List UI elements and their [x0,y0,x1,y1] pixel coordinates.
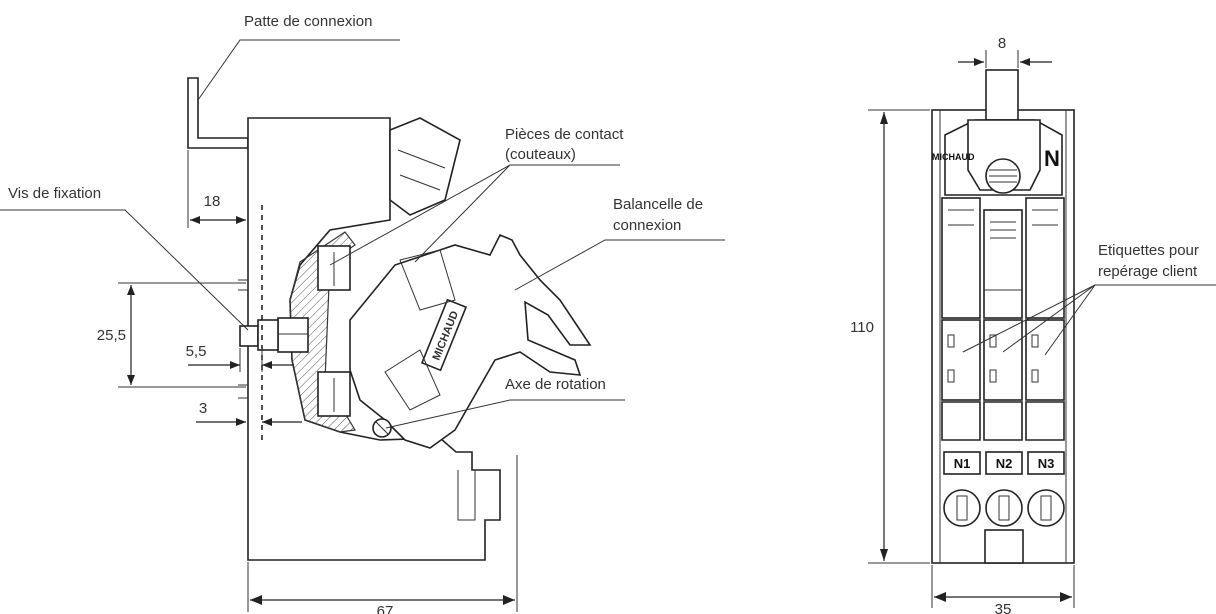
fixing-screw [239,325,259,347]
label-balancelle-line2: connexion [613,217,681,234]
dimension-5-5: 5,5 [186,343,294,372]
connection-tab [187,77,249,149]
svg-text:8: 8 [998,35,1006,52]
svg-text:25,5: 25,5 [97,327,126,344]
svg-text:67: 67 [377,603,394,614]
front-top-tab [985,69,1019,121]
label-vis: Vis de fixation [8,185,101,202]
label-axe: Axe de rotation [505,376,606,393]
dimension-35: 35 [931,565,1075,614]
front-neutral-label: N [1044,146,1060,171]
pole-2-label-area [983,319,1023,401]
callout-balancelle: Balancelle de connexion [514,196,725,291]
callout-pieces: Pièces de contact (couteaux) [329,126,624,266]
callout-vis: Vis de fixation [0,185,249,331]
front-brand-label: MICHAUD [932,152,975,162]
pole-1-label-area [941,319,981,401]
dimension-18: 18 [187,150,246,228]
front-view: MICHAUD N N1 N2 N3 [850,35,1216,614]
callout-axe: Axe de rotation [385,376,625,429]
svg-text:110: 110 [850,319,874,336]
label-etiquettes-line2: repérage client [1098,263,1198,280]
dimension-3: 3 [196,400,302,426]
top-connector [389,117,461,216]
dimension-8: 8 [958,35,1052,68]
label-pieces-line2: (couteaux) [505,146,576,163]
dimension-67: 67 [247,455,518,614]
svg-text:35: 35 [995,601,1012,614]
svg-text:18: 18 [204,193,221,210]
label-etiquettes-line1: Etiquettes pour [1098,242,1199,259]
label-balancelle-line1: Balancelle de [613,196,703,213]
label-pieces-line1: Pièces de contact [505,126,624,143]
terminal-label-n3: N3 [1038,456,1055,471]
dimension-25-5: 25,5 [97,282,246,388]
terminal-screw-3 [1027,489,1065,527]
housing-side-steps [238,279,248,399]
terminal-screw-1 [943,489,981,527]
dimension-110: 110 [850,109,930,564]
callout-patte: Patte de connexion [197,13,400,101]
terminal-screw-2 [985,489,1023,527]
terminal-label-n2: N2 [996,456,1013,471]
side-view: MICHAUD 18 25,5 [0,13,725,614]
swing-handle [349,233,592,449]
pole-3-label-area [1025,319,1065,401]
terminal-label-n1: N1 [954,456,971,471]
svg-text:3: 3 [199,400,207,417]
label-patte: Patte de connexion [244,13,372,30]
svg-text:5,5: 5,5 [186,343,207,360]
callout-etiquettes: Etiquettes pour repérage client [962,242,1216,356]
